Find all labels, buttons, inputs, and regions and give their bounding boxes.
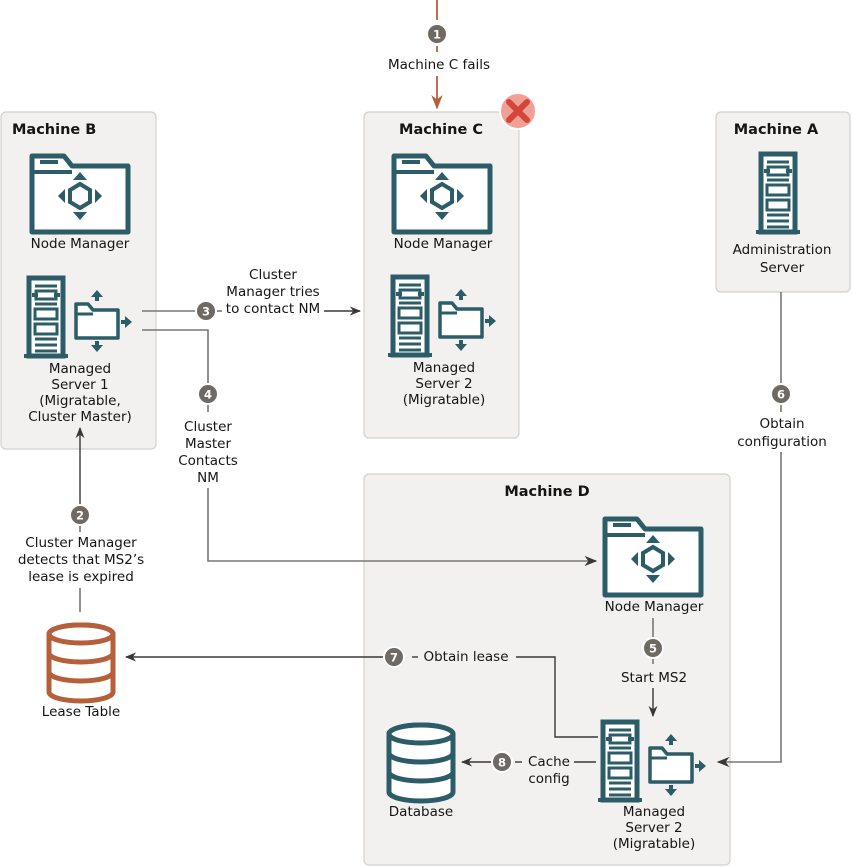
svg-text:7: 7	[390, 651, 398, 665]
svg-text:8: 8	[498, 756, 506, 770]
svg-text:2: 2	[76, 509, 84, 523]
step-3-label-3: to contact NM	[226, 301, 320, 317]
machine-d-server-label-1: Managed	[623, 804, 685, 820]
step-3-label-2: Manager tries	[226, 284, 319, 300]
step-3-badge: 3	[195, 300, 217, 322]
machine-c-title: Machine C	[399, 122, 483, 138]
step6-arrow	[716, 452, 782, 768]
machine-b-server-label-1: Managed	[49, 361, 111, 377]
failure-x-icon	[499, 92, 537, 130]
machine-d-title: Machine D	[504, 484, 589, 500]
machine-c-server-label-1: Managed	[413, 360, 475, 376]
machine-c-server-label-3: (Migratable)	[403, 392, 486, 408]
administration-server-icon	[756, 154, 800, 234]
machine-d-server-label-2: Server 2	[625, 820, 682, 836]
step-2-badge: 2	[69, 504, 91, 526]
step-5-badge: 5	[642, 637, 664, 659]
machine-a-server-label-1: Administration	[733, 242, 832, 258]
step-6-label-1: Obtain	[759, 416, 804, 432]
database-label: Database	[389, 804, 453, 820]
machine-c-node-manager-label: Node Manager	[394, 236, 493, 252]
step7-line-right	[516, 656, 598, 738]
machine-b-server-label-4: Cluster Master)	[28, 409, 132, 425]
step-1-label: Machine C fails	[388, 57, 490, 73]
machine-b-title: Machine B	[12, 122, 96, 138]
machine-c-server-label-2: Server 2	[415, 376, 472, 392]
step-6-badge: 6	[770, 383, 792, 405]
step-2-label-1: Cluster Manager	[25, 535, 137, 551]
step-2-label-3: lease is expired	[28, 569, 134, 585]
step-4-label-3: Contacts	[178, 453, 238, 469]
step-6-label-2: configuration	[737, 434, 827, 450]
step4-line-top	[142, 329, 209, 384]
machine-a-server-label-2: Server	[760, 260, 805, 276]
machine-d-node-manager-label: Node Manager	[605, 599, 704, 615]
step-7-label: Obtain lease	[423, 649, 508, 665]
step-8-label-1: Cache	[528, 754, 570, 770]
step-7-badge: 7	[383, 646, 405, 668]
database-icon	[389, 725, 453, 801]
step-4-label-4: NM	[197, 470, 219, 486]
machine-b-node-manager-label: Node Manager	[31, 236, 130, 252]
node-manager-icon	[605, 519, 701, 595]
svg-text:4: 4	[204, 388, 212, 402]
svg-text:5: 5	[649, 642, 657, 656]
step-3-label-1: Cluster	[249, 267, 297, 283]
step-8-badge: 8	[491, 751, 513, 773]
step-2-label-2: detects that MS2’s	[18, 552, 144, 568]
step-4-badge: 4	[197, 383, 219, 405]
step-1-badge: 1	[426, 23, 448, 45]
machine-a-title: Machine A	[734, 122, 819, 138]
machine-b-server-label-3: (Migratable,	[39, 393, 121, 409]
machine-d-server-label-3: (Migratable)	[613, 836, 696, 852]
node-manager-icon	[394, 156, 490, 232]
lease-table-icon	[49, 625, 113, 701]
step-4-label-2: Master	[185, 436, 232, 452]
svg-text:6: 6	[777, 388, 785, 402]
machine-b-server-label-2: Server 1	[51, 377, 108, 393]
lease-table-label: Lease Table	[42, 704, 120, 720]
step-8-label-2: config	[528, 771, 569, 787]
svg-text:3: 3	[202, 305, 210, 319]
node-manager-icon	[32, 156, 128, 232]
svg-text:1: 1	[433, 28, 441, 42]
step4-arrow	[207, 488, 598, 567]
step-4-label-1: Cluster	[184, 419, 232, 435]
step-5-label: Start MS2	[621, 670, 687, 686]
